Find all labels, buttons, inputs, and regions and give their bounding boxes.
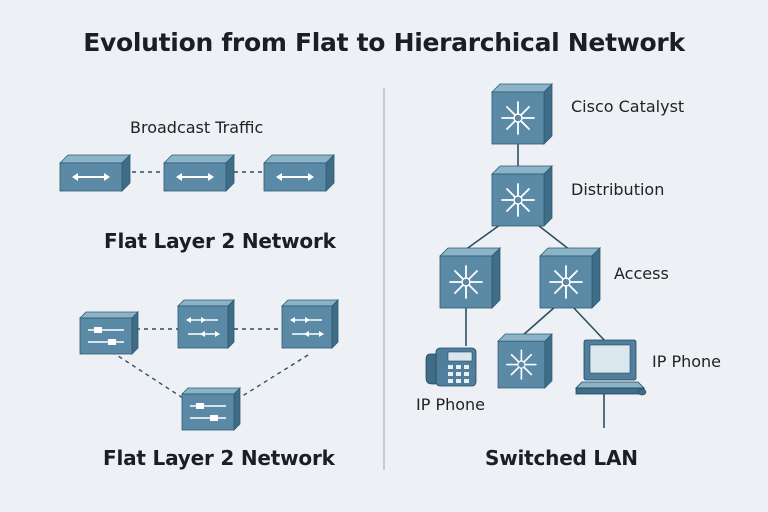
bridge-switch-middle [177,299,235,349]
flat-network-heading-bottom: Flat Layer 2 Network [103,446,335,470]
flat-network-heading-top: Flat Layer 2 Network [104,229,336,253]
page-title: Evolution from Flat to Hierarchical Netw… [83,28,685,57]
access-switch-right [539,247,601,309]
access-label: Access [614,264,669,283]
bridge-switch-right [281,299,339,349]
ip-phone-label: IP Phone [416,395,486,414]
distribution-label: Distribution [571,180,665,199]
bridge-switch-left [79,311,139,355]
flat-switch-3 [263,154,335,192]
core-switch [491,83,553,145]
bridge-switch-bottom [181,387,241,431]
switched-lan-heading: Switched LAN [485,446,638,470]
distribution-switch [491,165,553,227]
flat-switch-2 [163,154,235,192]
access-switch-endpoint [497,333,553,389]
flat-switch-1 [59,154,131,192]
pc-label: IP Phone [652,352,722,371]
hierarchy-links [464,144,607,428]
pc-icon [575,339,647,396]
access-switch-left [439,247,501,309]
triangle-links [111,328,309,401]
core-label: Cisco Catalyst [571,97,685,116]
broadcast-traffic-label: Broadcast Traffic [130,118,264,137]
ip-phone-icon [425,347,477,387]
